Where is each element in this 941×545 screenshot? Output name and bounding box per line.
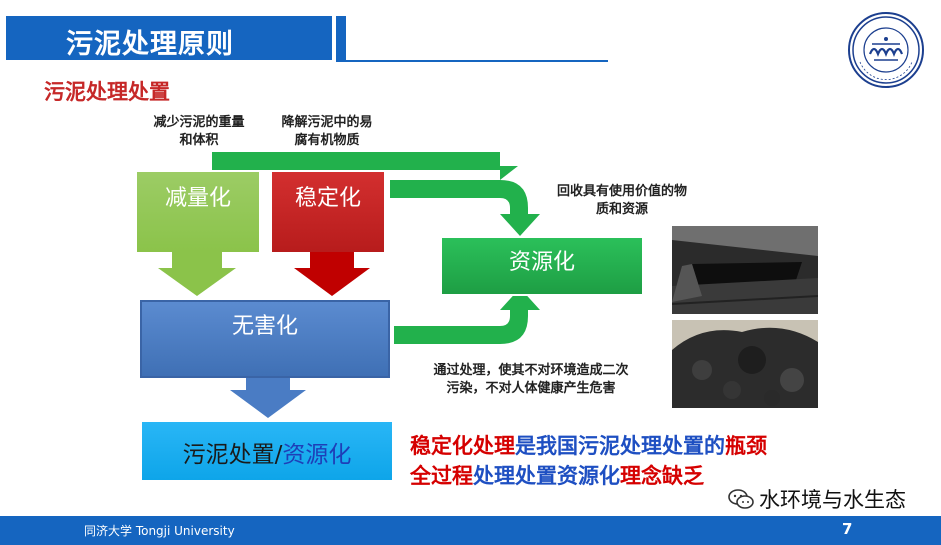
arrow-reduction-down [158, 252, 236, 296]
reduction-note: 减少污泥的重量 和体积 [134, 114, 264, 150]
harmless-box: 无害化 [140, 300, 390, 378]
university-seal-icon [848, 12, 924, 88]
key-message-line1: 稳定化处理是我国污泥处理处置的瓶颈 [410, 430, 767, 460]
stabilization-note-line1: 降解污泥中的易 [281, 115, 373, 130]
arrow-stabilize-to-resource [390, 180, 540, 236]
slide-title: 污泥处理原则 [66, 29, 234, 60]
final-disposal-box: 污泥处置/资源化 [142, 422, 392, 480]
sludge-pond-photo [672, 226, 818, 314]
stabilization-note: 降解污泥中的易 腐有机物质 [268, 114, 386, 150]
msg2-part-a: 全过程 [410, 464, 473, 488]
msg2-part-c: 理念缺乏 [620, 464, 704, 488]
footer-university: 同济大学 Tongji University [84, 524, 235, 538]
arrow-harmless-to-resource [394, 288, 540, 344]
title-underline [336, 60, 608, 62]
wechat-watermark: 水环境与水生态 [727, 486, 912, 512]
footer-bar: 同济大学 Tongji University 7 [0, 516, 941, 545]
resource-note: 回收具有使用价值的物 质和资源 [534, 183, 710, 219]
watermark-text: 水环境与水生态 [759, 488, 906, 512]
arrow-harmless-down [230, 378, 306, 418]
stabilization-label: 稳定化 [294, 186, 361, 211]
msg2-part-b: 处理处置资源化 [473, 464, 620, 488]
arrow-top-to-resource [212, 152, 518, 180]
final-disposal-label-part1: 污泥处置/ [182, 442, 283, 468]
harmless-label: 无害化 [231, 314, 298, 339]
msg1-part-b: 是我国污泥处理处置的 [515, 434, 725, 458]
msg1-part-c: 瓶颈 [725, 434, 767, 458]
stabilization-box: 稳定化 [272, 172, 384, 252]
resource-box: 资源化 [440, 236, 644, 296]
title-accent [336, 16, 346, 60]
harmless-note: 通过处理，使其不对环境造成二次 污染，不对人体健康产生危害 [404, 362, 658, 398]
reduction-label: 减量化 [164, 186, 231, 211]
resource-note-line2: 质和资源 [595, 202, 648, 217]
title-bar: 污泥处理原则 [6, 16, 332, 60]
final-disposal-label-part2: 资源化 [282, 442, 352, 468]
page-number: 7 [842, 520, 853, 538]
section-subtitle: 污泥处理处置 [44, 80, 170, 104]
reduction-box: 减量化 [137, 172, 259, 252]
harmless-note-line1: 通过处理，使其不对环境造成二次 [433, 363, 629, 378]
stabilization-note-line2: 腐有机物质 [294, 133, 360, 148]
reduction-note-line1: 减少污泥的重量 [153, 115, 245, 130]
harmless-note-line2: 污染，不对人体健康产生危害 [446, 381, 616, 396]
arrow-stabilize-down [294, 252, 370, 296]
resource-note-line1: 回收具有使用价值的物 [556, 184, 687, 199]
final-disposal-label: 污泥处置/资源化 [142, 435, 392, 469]
sludge-pile-photo [672, 320, 818, 408]
resource-label: 资源化 [508, 250, 575, 275]
msg1-part-a: 稳定化处理 [410, 434, 515, 458]
reduction-note-line2: 和体积 [179, 133, 219, 148]
wechat-icon [728, 489, 754, 509]
key-message-line2: 全过程处理处置资源化理念缺乏 [410, 460, 704, 490]
